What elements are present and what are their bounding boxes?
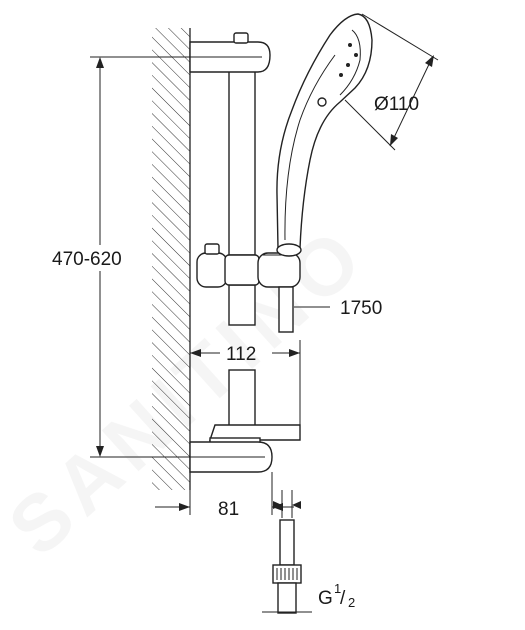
thread-fraction-slash: / [340,588,346,609]
slider-projection-dimension [190,340,301,426]
hose-connector [272,519,302,614]
hand-shower [276,13,373,257]
wall-section [152,28,191,490]
top-wall-bracket [189,32,271,73]
slider-projection-label: 112 [226,344,256,365]
diameter-dimension [344,13,439,151]
thread-label: G [318,588,333,609]
height-range-label: 470-620 [52,249,122,270]
hose-length-label: 1750 [340,298,382,319]
diameter-label: Ø110 [374,94,419,115]
thread-dimension [262,490,312,613]
hose-stub [278,286,294,333]
height-range-dimension [48,56,190,458]
slider [196,243,301,288]
thread-numerator: 1 [334,581,341,596]
thread-denominator: 2 [348,595,355,610]
sliding-rail [228,59,256,441]
wall-projection-label: 81 [218,499,239,520]
